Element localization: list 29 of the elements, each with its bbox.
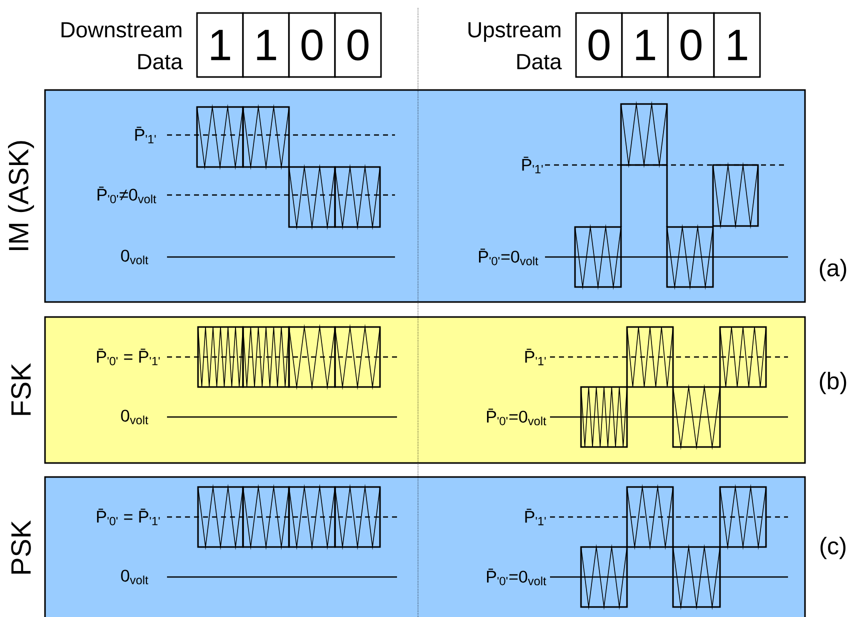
level-label: P̄$_{'0'}$=0$_{volt}$ xyxy=(487,568,546,586)
bit-box: 1 xyxy=(196,12,244,78)
level-label: P̄$_{'1'}$ xyxy=(135,126,156,144)
level-label: P̄$_{'1'}$ xyxy=(525,508,546,526)
node-label: FSK xyxy=(11,363,31,415)
bit-box: 0 xyxy=(288,12,336,78)
bit-box: 1 xyxy=(242,12,290,78)
bit-box: 0 xyxy=(334,12,382,78)
node-label: PSK xyxy=(11,520,31,574)
level-label: 0$_{volt}$ xyxy=(121,410,148,424)
panel-label: (a) xyxy=(820,258,846,282)
data-label: Upstream Data xyxy=(468,22,562,70)
level-label: P̄$_{'1'}$ xyxy=(525,348,546,366)
level-label: 0$_{volt}$ xyxy=(121,570,148,584)
level-label: P̄$_{'0'}$=0$_{volt}$ xyxy=(479,248,538,266)
data-label: Downstream Data xyxy=(62,22,183,70)
bit-box: 0 xyxy=(575,12,623,78)
panel-label: (c) xyxy=(820,536,846,560)
bit-box: 1 xyxy=(621,12,669,78)
bit-box: 1 xyxy=(713,12,761,78)
panel-label: (b) xyxy=(820,372,846,394)
level-label: P̄$_{'1'}$ xyxy=(522,156,543,174)
level-label: P̄$_{'0'}$=0$_{volt}$ xyxy=(487,408,546,426)
level-label: 0$_{volt}$ xyxy=(121,250,148,264)
bit-box: 0 xyxy=(667,12,715,78)
level-label: P̄$_{'0'}$ = P̄$_{'1'}$ xyxy=(97,348,160,366)
level-label: P̄$_{'0'}$ = P̄$_{'1'}$ xyxy=(97,508,160,526)
node-label: IM (ASK) xyxy=(8,141,34,250)
level-label: P̄$_{'0'}$≠0$_{volt}$ xyxy=(98,186,156,204)
